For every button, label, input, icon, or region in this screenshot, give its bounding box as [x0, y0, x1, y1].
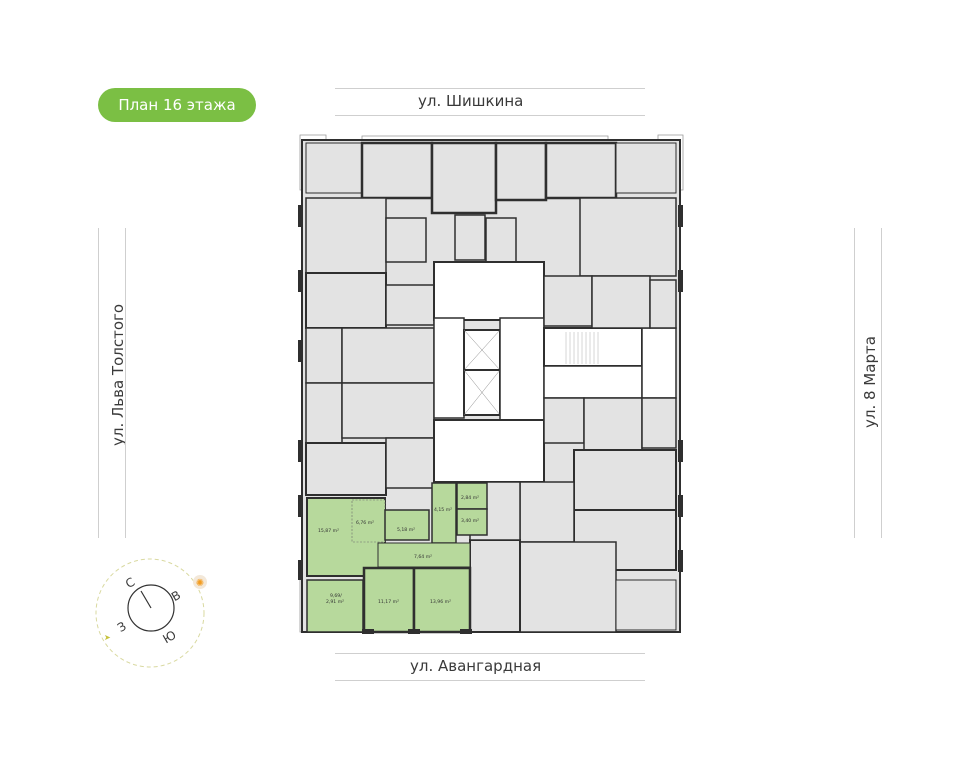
street-line-south-bottom	[335, 680, 645, 681]
room-area-label: 15,87 m²	[318, 528, 339, 534]
room-area-label: 2,84 m²	[461, 495, 479, 501]
street-line-north-bottom	[335, 115, 645, 116]
room-area-label: 4,15 m²	[434, 507, 452, 513]
floor-badge: План 16 этажа	[98, 88, 256, 122]
room-area-label: 13,96 m²	[430, 599, 451, 605]
street-line-east-right	[881, 228, 882, 538]
street-line-south-top	[335, 653, 645, 654]
room-area-label: 2,91 m²	[326, 599, 344, 605]
street-line-east-left	[854, 228, 855, 538]
street-label-south: ул. Авангардная	[410, 657, 542, 675]
room-area-label: 3,40 m²	[461, 518, 479, 524]
street-label-north: ул. Шишкина	[418, 92, 524, 110]
room-area-label: 9,69/	[330, 593, 342, 599]
room-area-label: 5,18 m²	[397, 527, 415, 533]
room-area-label: 7,64 m²	[414, 554, 432, 560]
street-line-west-right	[125, 228, 126, 538]
room-area-label: 6,76 m²	[356, 520, 374, 526]
highlighted-apartment	[306, 482, 488, 634]
street-line-north-top	[335, 88, 645, 89]
room-area-label: 11,17 m²	[378, 599, 399, 605]
street-line-west-left	[98, 228, 99, 538]
